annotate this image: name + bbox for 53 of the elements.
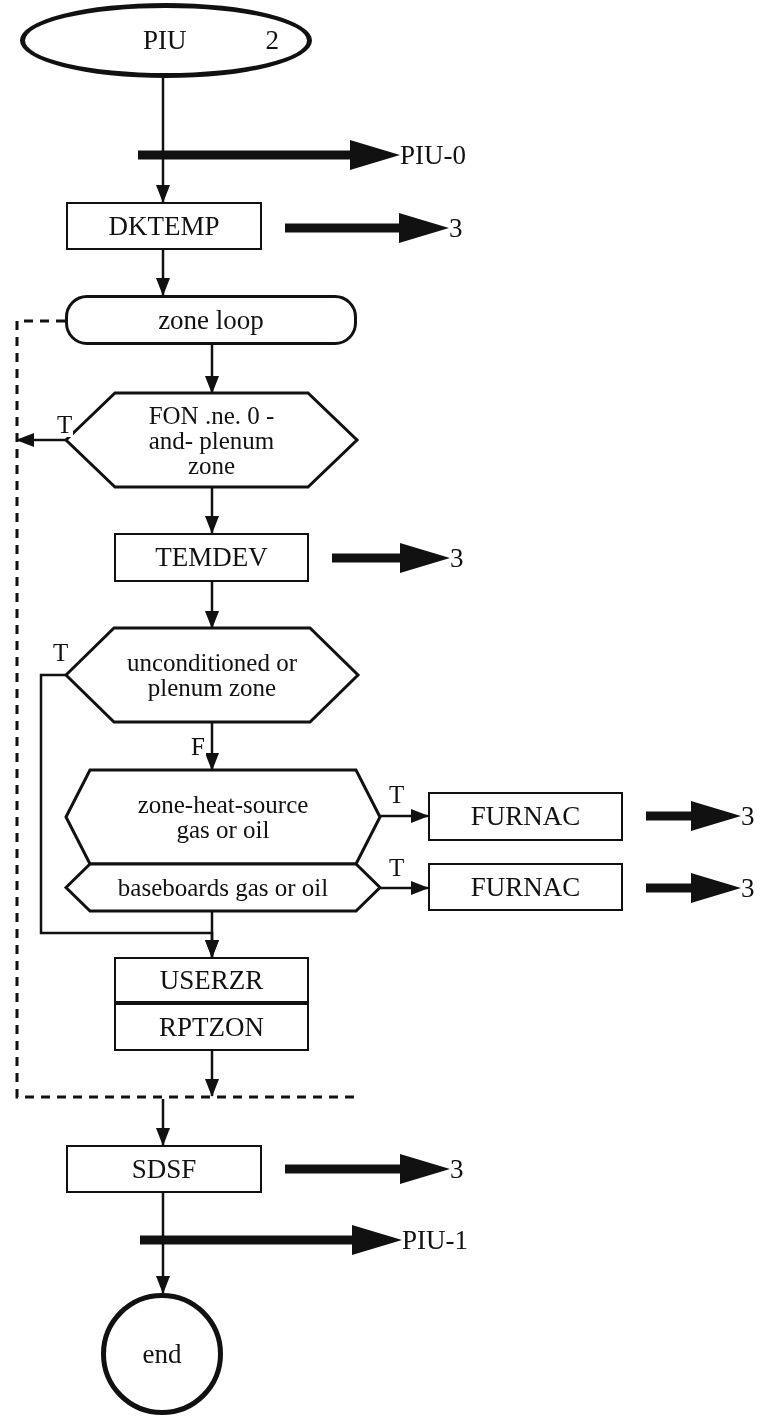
arrow: [16, 433, 66, 447]
node-label: zone-heat-source gas or oil: [136, 792, 310, 842]
reference-label: PIU-1: [402, 1226, 468, 1254]
node-label: SDSF: [131, 1155, 197, 1183]
arrow: [156, 1099, 170, 1146]
node-label: DKTEMP: [108, 212, 220, 240]
process-box: [428, 792, 623, 841]
thick-arrow: [646, 873, 741, 903]
node-label: RPTZON: [159, 1013, 264, 1041]
arrow: [380, 881, 429, 895]
thick-arrow: [646, 801, 741, 831]
reference-label: PIU-0: [400, 141, 466, 169]
node-label: PIU: [143, 27, 187, 54]
arrow: [156, 250, 170, 296]
process-box: [428, 863, 623, 911]
node-label: unconditioned or plenum zone: [125, 650, 299, 700]
reference-label: 3: [450, 1155, 464, 1183]
process-box: [114, 533, 309, 582]
loop-box: [65, 295, 357, 345]
arrow: [205, 722, 219, 771]
arrow: [205, 487, 219, 534]
arrow: [156, 1193, 170, 1294]
arrow: [205, 345, 219, 394]
decision-hexagon: [66, 628, 358, 722]
thick-arrow: [332, 543, 450, 573]
reference-label: 3: [741, 874, 755, 902]
reference-label: 3: [741, 802, 755, 830]
arrow: [380, 809, 429, 823]
decision-hexagon: [66, 770, 380, 864]
node-label: TEMDEV: [155, 544, 268, 571]
process-box: [114, 957, 309, 1003]
thick-arrow: [140, 1225, 402, 1255]
arrow: [205, 1051, 219, 1097]
node-label: baseboards gas or oil: [117, 875, 329, 900]
process-box: [66, 202, 262, 250]
arrow: [156, 78, 170, 203]
node-label: end: [142, 1340, 182, 1368]
node-label: 2: [265, 27, 279, 54]
reference-label: 3: [449, 214, 463, 242]
reference-label: 3: [450, 544, 464, 572]
node-label: USERZR: [159, 966, 264, 994]
decision-hexagon: [66, 864, 380, 911]
node-label: FURNAC: [470, 873, 581, 901]
node-label: zone loop: [158, 306, 264, 334]
arrow: [205, 582, 219, 629]
process-box: [114, 1003, 309, 1051]
thick-arrow: [285, 213, 449, 243]
process-box: [66, 1145, 262, 1193]
thick-arrow: [285, 1154, 450, 1184]
arrow: [205, 911, 219, 958]
node-label: FON .ne. 0 -and- plenum zone: [147, 402, 276, 478]
thick-arrow: [138, 140, 400, 170]
node-label: FURNAC: [470, 803, 581, 830]
